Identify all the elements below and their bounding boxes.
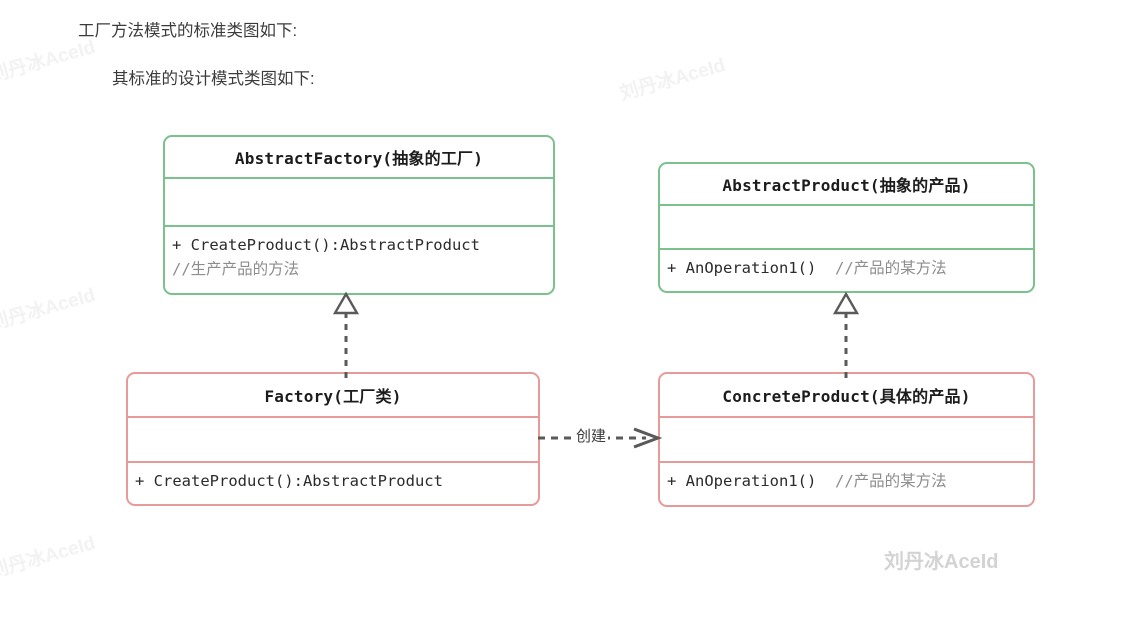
class-title-factory: Factory(工厂类)	[128, 374, 538, 418]
class-attributes-abstract-product	[660, 206, 1033, 250]
class-attributes-factory	[128, 418, 538, 463]
class-methods-abstract-factory: + CreateProduct():AbstractProduct //生产产品…	[165, 227, 553, 281]
class-box-factory[interactable]: Factory(工厂类) + CreateProduct():AbstractP…	[126, 372, 540, 506]
class-attributes-abstract-factory	[165, 179, 553, 227]
watermark-left-bottom: 刘丹冰AceId	[0, 532, 98, 583]
watermark-left-middle: 刘丹冰AceId	[0, 284, 98, 335]
class-title-abstract-product: AbstractProduct(抽象的产品)	[660, 164, 1033, 206]
watermark-bottom-right: 刘丹冰AceId	[884, 551, 999, 573]
class-box-concrete-product[interactable]: ConcreteProduct(具体的产品) + AnOperation1() …	[658, 372, 1035, 507]
class-attributes-concrete-product	[660, 418, 1033, 463]
class-methods-factory: + CreateProduct():AbstractProduct	[128, 463, 538, 493]
class-box-abstract-product[interactable]: AbstractProduct(抽象的产品) + AnOperation1() …	[658, 162, 1035, 293]
method-signature: + AnOperation1()	[667, 259, 817, 277]
class-box-abstract-factory[interactable]: AbstractFactory(抽象的工厂) + CreateProduct()…	[163, 135, 555, 295]
realization-arrow-factory-to-abstract-factory	[332, 291, 360, 378]
realization-arrow-concrete-product-to-abstract-product	[832, 291, 860, 378]
method-signature: + CreateProduct():AbstractProduct	[135, 472, 443, 490]
intro-text-line-1: 工厂方法模式的标准类图如下:	[78, 22, 298, 40]
class-title-abstract-factory: AbstractFactory(抽象的工厂)	[165, 137, 553, 179]
class-methods-concrete-product: + AnOperation1() //产品的某方法	[660, 463, 1033, 493]
class-methods-abstract-product: + AnOperation1() //产品的某方法	[660, 250, 1033, 280]
method-signature: + AnOperation1()	[667, 472, 817, 490]
class-title-concrete-product: ConcreteProduct(具体的产品)	[660, 374, 1033, 418]
intro-text-line-2: 其标准的设计模式类图如下:	[112, 70, 315, 88]
method-comment: //产品的某方法	[835, 472, 947, 490]
watermark-center-top: 刘丹冰AceId	[617, 54, 728, 105]
method-comment: //生产产品的方法	[172, 260, 300, 279]
method-signature: + CreateProduct():AbstractProduct	[172, 236, 480, 254]
relation-label-create: 创建	[574, 425, 609, 446]
method-comment: //产品的某方法	[835, 259, 947, 277]
